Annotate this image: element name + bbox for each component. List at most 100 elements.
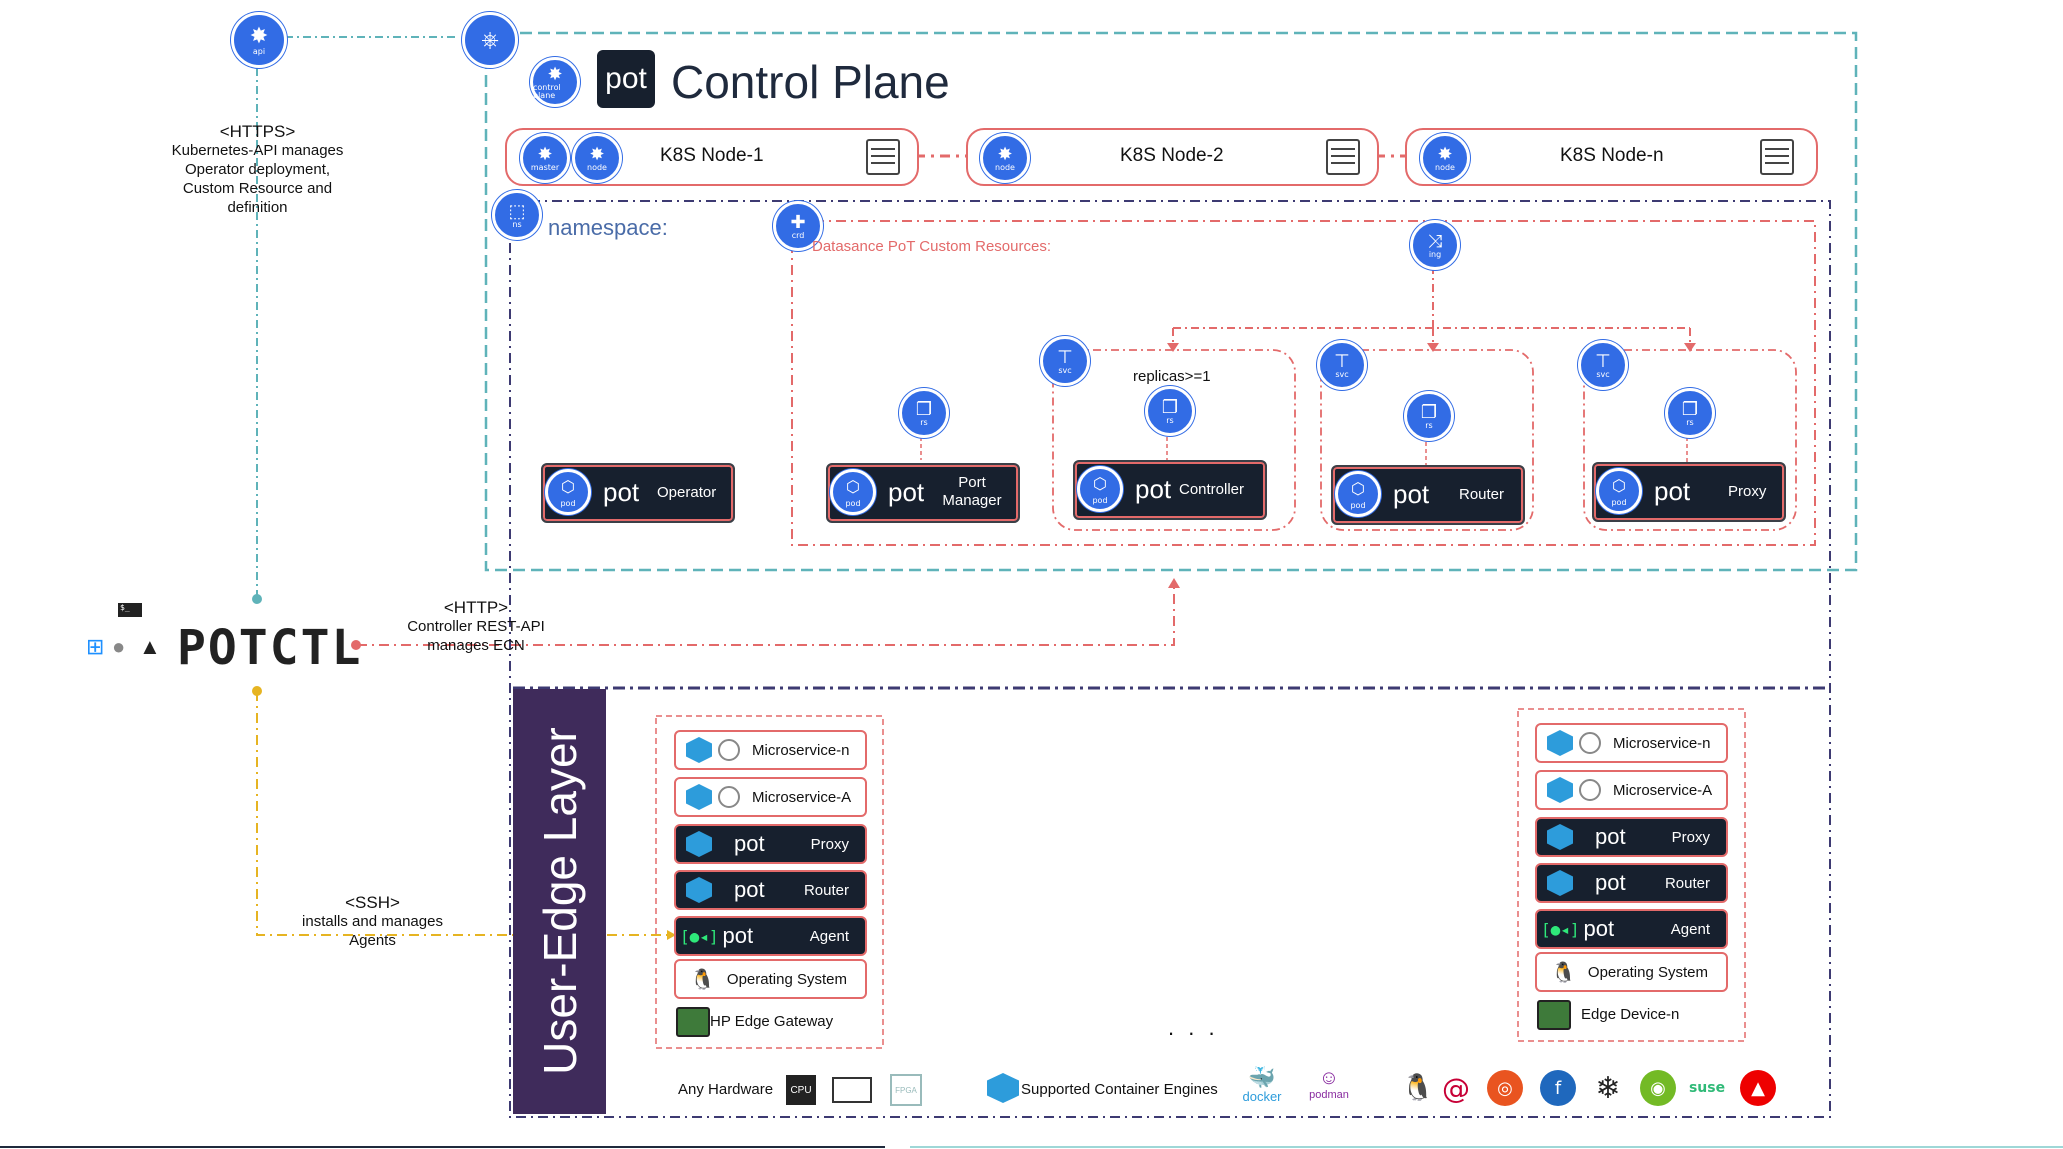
crd-icon: ✚crd bbox=[773, 201, 823, 251]
brain-icon bbox=[718, 739, 740, 761]
router-pod: ⬡pod pot Router bbox=[1331, 465, 1525, 525]
brain-icon bbox=[718, 786, 740, 808]
control-plane-boundary bbox=[484, 31, 1858, 572]
http-annotation: <HTTP> Controller REST-API manages ECN bbox=[395, 598, 557, 655]
pod-icon: ⬡pod bbox=[830, 469, 876, 515]
replicas-label: replicas>=1 bbox=[1133, 368, 1211, 385]
https-description: Kubernetes-API manages Operator deployme… bbox=[171, 142, 344, 216]
cube-icon bbox=[686, 877, 712, 903]
control-plane-title: Control Plane bbox=[671, 56, 950, 108]
service-icon: ⊤svc bbox=[1578, 340, 1628, 390]
cube-icon bbox=[1547, 824, 1573, 850]
ssh-title: <SSH> bbox=[345, 893, 400, 912]
edge-router: pot Router bbox=[674, 870, 867, 910]
port-manager-pod: ⬡pod pot Port Manager bbox=[826, 463, 1020, 523]
pod-icon: ⬡pod bbox=[545, 469, 591, 515]
operating-system: 🐧 Operating System bbox=[1535, 952, 1728, 992]
redhat-icon: ▲ bbox=[1740, 1070, 1776, 1106]
brain-icon bbox=[1579, 779, 1601, 801]
microservice-a: Microservice-A bbox=[1535, 770, 1728, 810]
board-icon bbox=[1537, 1000, 1571, 1030]
potctl-logo: POTCTL bbox=[177, 620, 363, 676]
node-icon: ✸node bbox=[1420, 133, 1470, 183]
node-1-label: K8S Node-1 bbox=[660, 145, 764, 166]
terminal-icon: $_ bbox=[118, 603, 142, 617]
linux-icon: ▲ bbox=[139, 634, 161, 659]
windows-icon: ⊞ bbox=[86, 634, 105, 659]
service-icon: ⊤svc bbox=[1317, 340, 1367, 390]
namespace-boundary bbox=[509, 200, 1831, 1118]
cube-icon bbox=[1547, 777, 1573, 803]
kubernetes-api-icon: ✸api bbox=[231, 12, 287, 68]
user-edge-title: User-Edge Layer bbox=[534, 727, 586, 1075]
server-icon bbox=[1760, 139, 1794, 175]
operator-pod: ⬡pod pot Operator bbox=[541, 463, 735, 523]
microservice-n: Microservice-n bbox=[674, 730, 867, 770]
ssh-link bbox=[256, 691, 672, 936]
microservice-a: Microservice-A bbox=[674, 777, 867, 817]
brain-icon bbox=[1579, 732, 1601, 754]
tux-icon: 🐧 bbox=[1551, 961, 1576, 984]
replicaset-icon: ❐rs bbox=[899, 388, 949, 438]
tux-icon: 🐧 bbox=[690, 968, 715, 991]
node-2-label: K8S Node-2 bbox=[1120, 145, 1224, 166]
edge-proxy: pot Proxy bbox=[674, 824, 867, 864]
agent-icon: [●◂] bbox=[1541, 919, 1580, 939]
http-description: Controller REST-API manages ECN bbox=[407, 618, 545, 654]
controller-svc-group bbox=[1052, 349, 1296, 531]
fpga-icon: FPGA bbox=[890, 1074, 922, 1106]
nixos-icon: ❄ bbox=[1590, 1070, 1626, 1106]
container-engines-label: Supported Container Engines bbox=[1021, 1081, 1218, 1098]
http-dot bbox=[351, 640, 361, 650]
podman-icon: ☺podman bbox=[1309, 1067, 1349, 1101]
ssh-annotation: <SSH> installs and manages Agents bbox=[280, 893, 465, 950]
node-icon: ✸node bbox=[980, 133, 1030, 183]
apple-icon: ● bbox=[112, 634, 126, 659]
http-link bbox=[357, 583, 1175, 646]
replicaset-icon: ❐rs bbox=[1404, 391, 1454, 441]
any-hardware-label: Any Hardware bbox=[678, 1081, 774, 1098]
control-plane-icon: ✸control plane bbox=[530, 57, 580, 107]
left-stack-container bbox=[655, 715, 884, 1049]
server-icon bbox=[866, 139, 900, 175]
cube-icon bbox=[1547, 730, 1573, 756]
hp-edge-gateway-label: HP Edge Gateway bbox=[710, 1013, 834, 1030]
edge-router: pot Router bbox=[1535, 863, 1728, 903]
edge-agent: [●◂]pot Agent bbox=[1535, 909, 1728, 949]
gpu-icon bbox=[832, 1077, 872, 1103]
pod-icon: ⬡pod bbox=[1335, 471, 1381, 517]
agent-icon: [●◂] bbox=[680, 926, 719, 946]
fedora-icon: f bbox=[1540, 1070, 1576, 1106]
proxy-pod: ⬡pod pot Proxy bbox=[1592, 462, 1786, 522]
https-title: <HTTPS> bbox=[219, 122, 296, 141]
server-icon bbox=[1326, 139, 1360, 175]
replicaset-icon: ❐rs bbox=[1665, 388, 1715, 438]
ubuntu-icon: ◎ bbox=[1487, 1070, 1523, 1106]
crd-label: Datasance PoT Custom Resources: bbox=[812, 238, 1051, 255]
right-stack-container bbox=[1517, 708, 1746, 1042]
cube-icon bbox=[1547, 870, 1573, 896]
suse-icon: suse bbox=[1689, 1070, 1725, 1106]
namespace-icon: ⬚ns bbox=[492, 190, 542, 240]
namespace-label: namespace: bbox=[548, 215, 668, 240]
ssh-description: installs and manages Agents bbox=[302, 913, 443, 949]
https-annotation: <HTTPS> Kubernetes-API manages Operator … bbox=[160, 122, 355, 217]
debian-icon: @ bbox=[1438, 1070, 1474, 1106]
user-edge-band bbox=[513, 689, 606, 1114]
k8s-node-n bbox=[1405, 128, 1818, 186]
master-icon: ✸master bbox=[520, 133, 570, 183]
ingress-icon: ⤨ing bbox=[1410, 220, 1460, 270]
node-icon: ✸node bbox=[572, 133, 622, 183]
cube-icon bbox=[686, 737, 712, 763]
operating-system: 🐧 Operating System bbox=[674, 959, 867, 999]
replicaset-icon: ❐rs bbox=[1145, 386, 1195, 436]
opensuse-icon: ◉ bbox=[1640, 1070, 1676, 1106]
edge-proxy: pot Proxy bbox=[1535, 817, 1728, 857]
edge-device-label: Edge Device-n bbox=[1581, 1006, 1680, 1023]
edge-agent: [●◂]pot Agent bbox=[674, 916, 867, 956]
proxy-svc-group bbox=[1583, 349, 1797, 531]
cube-icon bbox=[686, 784, 712, 810]
pod-icon: ⬡pod bbox=[1596, 468, 1642, 514]
tux-icon: 🐧 bbox=[1400, 1070, 1436, 1106]
